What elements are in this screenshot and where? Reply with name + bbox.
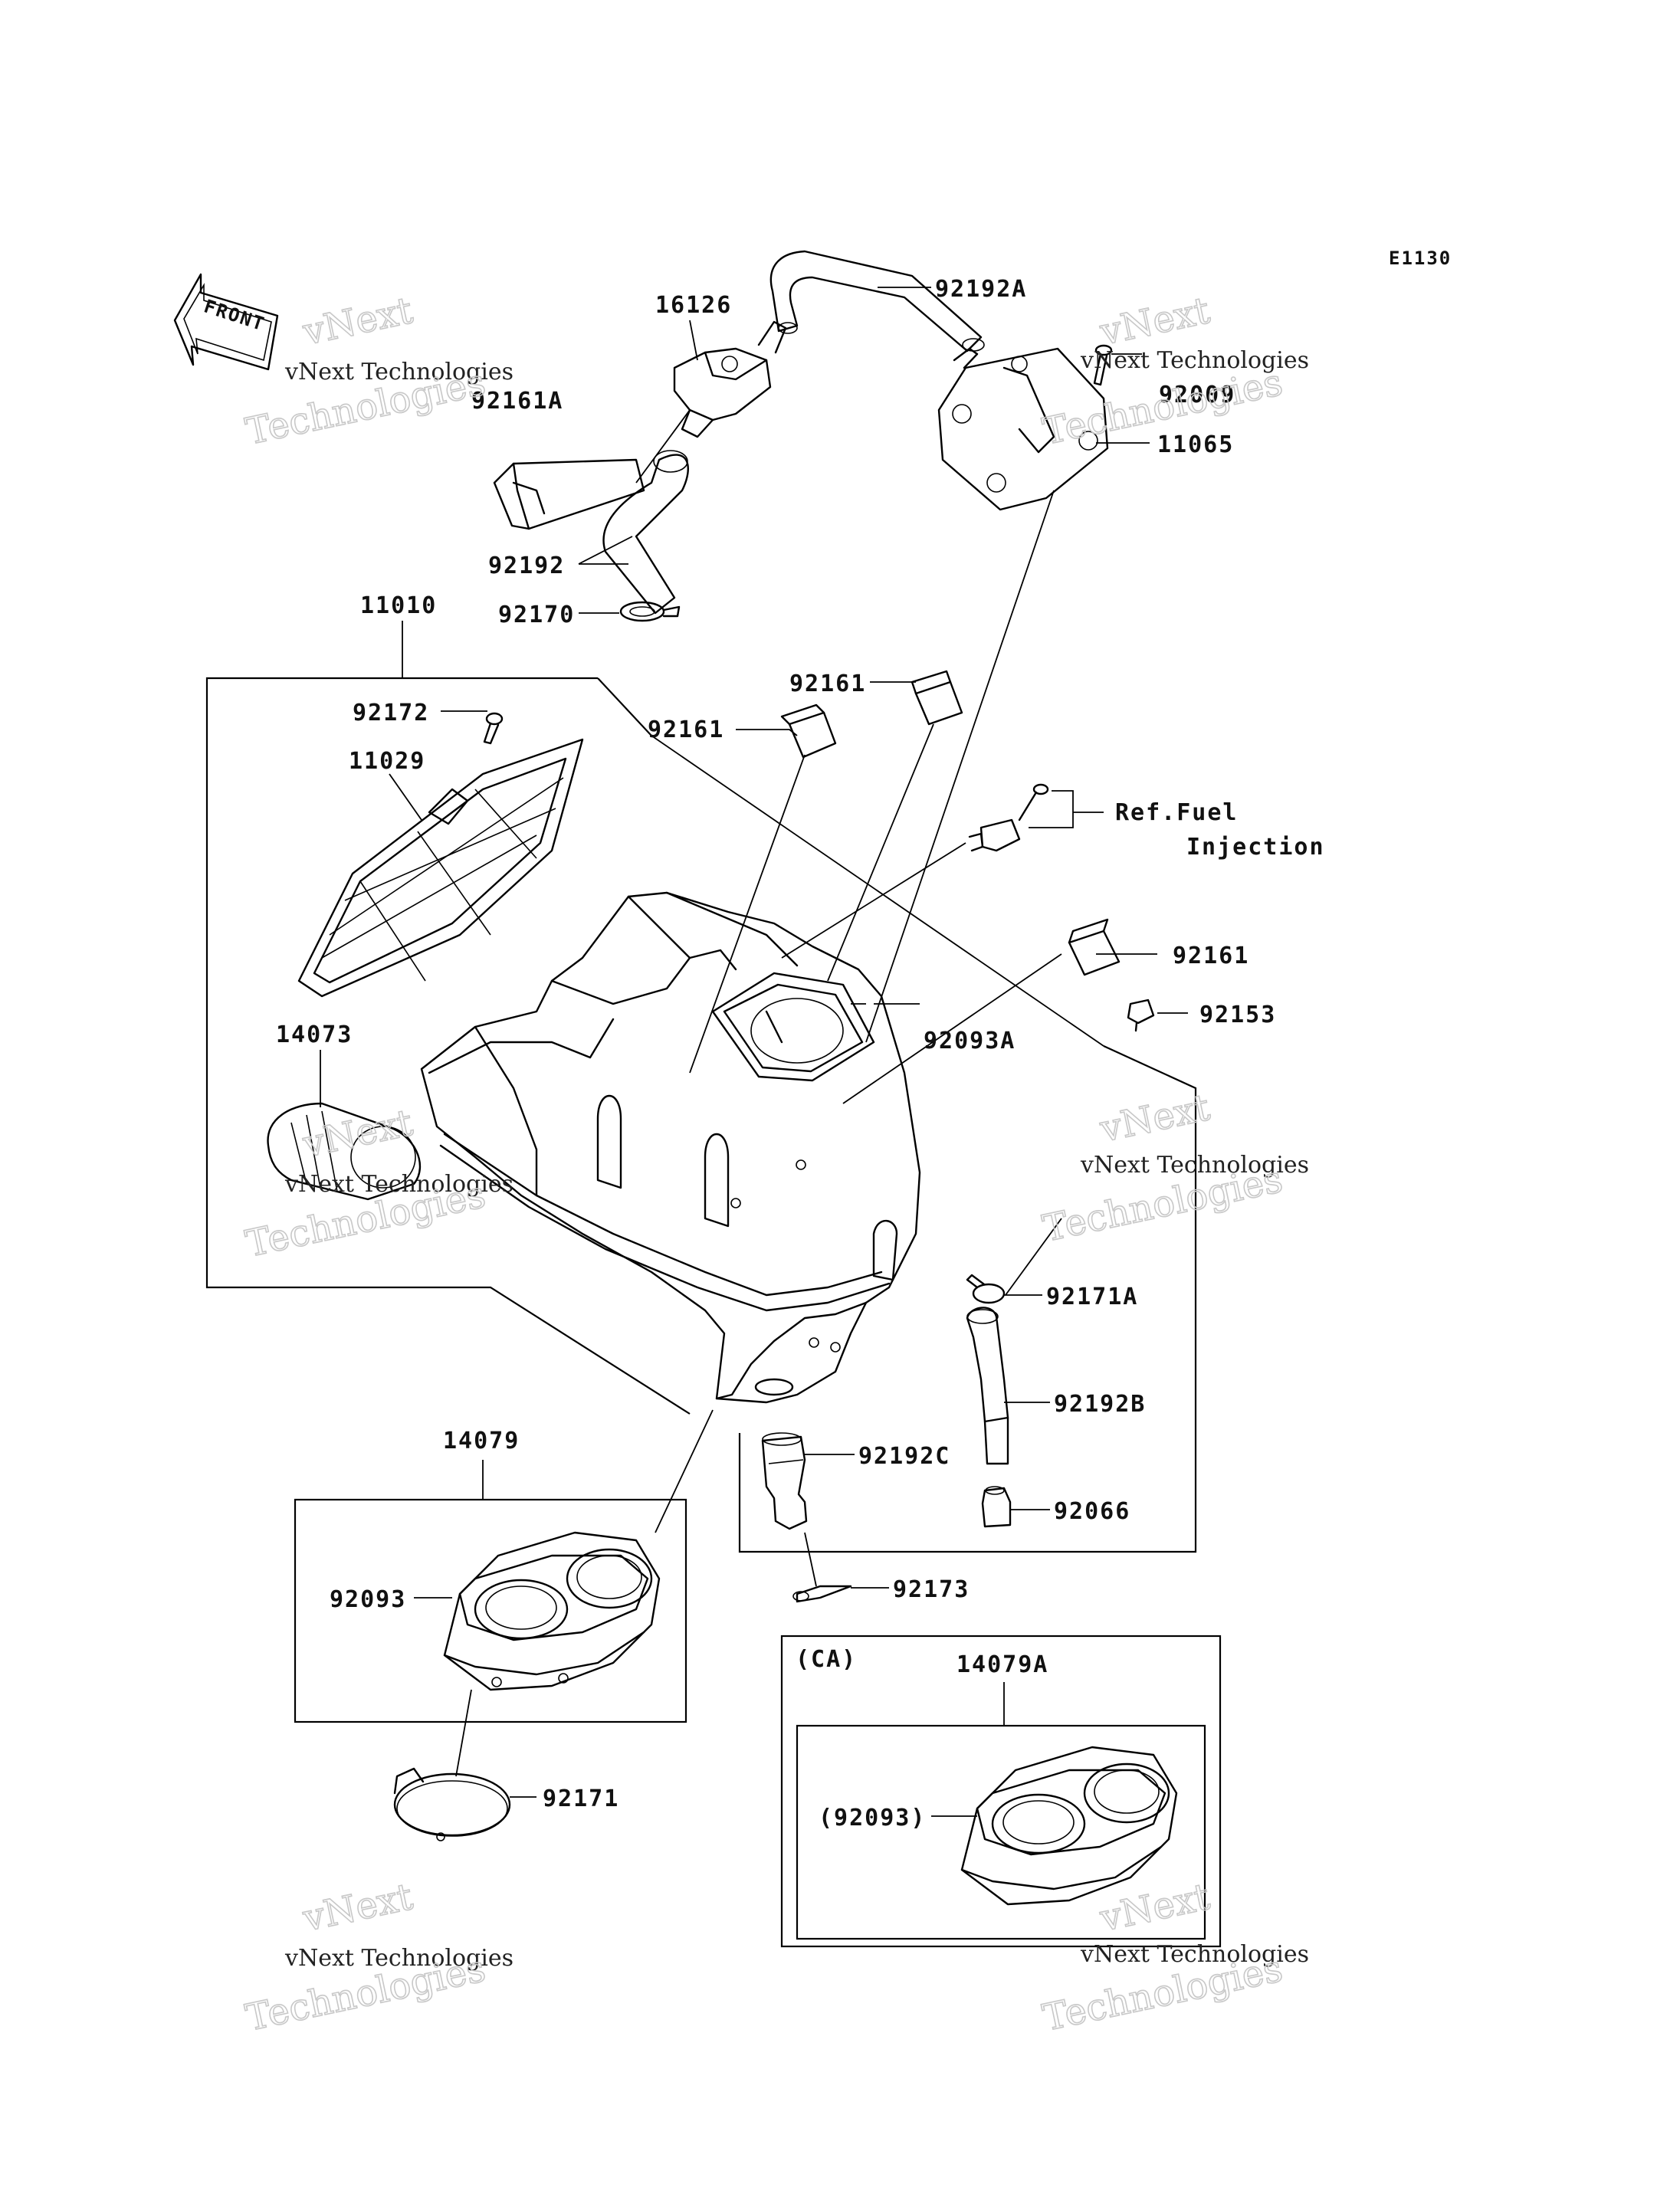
- front-arrow-icon: FRONT: [173, 273, 279, 371]
- label-92093A: 92093A: [924, 1028, 1016, 1054]
- label-16126: 16126: [655, 292, 732, 319]
- box-11010-top-right: [597, 677, 652, 736]
- svg-text:vNext Technologies: vNext Technologies: [1080, 1941, 1309, 1968]
- clamp-92171: [393, 1767, 511, 1841]
- label-92173: 92173: [893, 1576, 970, 1603]
- label-92009: 92009: [1159, 382, 1235, 408]
- block-92161-c: [1068, 918, 1121, 976]
- clip-92173: [792, 1585, 852, 1603]
- label-14079: 14079: [443, 1428, 520, 1454]
- label-92170: 92170: [498, 602, 575, 628]
- label-11065: 11065: [1157, 431, 1234, 458]
- svg-text:vNext: vNext: [299, 1101, 416, 1166]
- screw-92172: [483, 712, 504, 745]
- watermark-mid-right: vNext Technologies vNext Technologies: [1039, 1085, 1309, 1251]
- block-92161-a: [780, 703, 837, 759]
- box-11010: [205, 677, 691, 1415]
- air-box-housing: [420, 891, 921, 1404]
- label-92093-ca: (92093): [819, 1805, 926, 1831]
- front-arrow-label: FRONT: [202, 295, 268, 335]
- label-92161-c: 92161: [1173, 943, 1249, 969]
- screw-92009: [1093, 344, 1113, 386]
- bolt-92153: [1127, 998, 1155, 1032]
- air-filter-11029: [297, 738, 584, 998]
- ref-bracket: [1029, 790, 1074, 828]
- label-92192: 92192: [488, 553, 565, 579]
- svg-text:vNext: vNext: [1096, 1875, 1213, 1940]
- svg-text:vNext: vNext: [299, 1875, 416, 1940]
- label-92171: 92171: [543, 1785, 619, 1812]
- label-11010: 11010: [360, 592, 437, 619]
- label-14073: 14073: [276, 1021, 353, 1048]
- label-92171A: 92171A: [1046, 1284, 1138, 1310]
- cover-11065: [937, 347, 1109, 511]
- ref-fuel-line2: Injection: [1186, 834, 1325, 861]
- watermark-mid-left: vNext Technologies vNext Technologies: [241, 1100, 514, 1266]
- box-14079A: [796, 1724, 1206, 1940]
- label-92153: 92153: [1199, 1002, 1276, 1028]
- label-92161-b: 92161: [789, 671, 866, 697]
- valve-16126: [673, 320, 787, 438]
- svg-text:vNext Technologies: vNext Technologies: [1080, 347, 1309, 374]
- watermark-top-left: vNext Technologies vNext Technologies: [241, 288, 514, 454]
- plug-92066: [981, 1486, 1012, 1528]
- svg-text:vNext: vNext: [299, 289, 416, 354]
- hose-92192B: [966, 1307, 1009, 1465]
- box-drain: [738, 1045, 1197, 1553]
- label-92161A: 92161A: [471, 388, 563, 415]
- box-14079: [294, 1498, 687, 1723]
- box-ca: [780, 1635, 1222, 1948]
- sensor-fuel-injection: [968, 783, 1049, 852]
- label-92093: 92093: [330, 1586, 406, 1613]
- svg-text:vNext Technologies: vNext Technologies: [284, 1171, 514, 1198]
- label-14079A: 14079A: [956, 1651, 1048, 1678]
- ref-fuel-line1: Ref.Fuel: [1115, 799, 1239, 826]
- label-92192C: 92192C: [858, 1443, 950, 1470]
- label-11029: 11029: [349, 748, 425, 775]
- svg-text:vNext: vNext: [1096, 289, 1213, 354]
- label-92172: 92172: [353, 700, 429, 726]
- bracket-92161A: [493, 458, 645, 530]
- clamp-92170: [619, 601, 681, 622]
- holder-14079: [443, 1531, 661, 1691]
- leader-lines: [320, 287, 1188, 1817]
- label-92066: 92066: [1054, 1498, 1130, 1525]
- holder-14079A: [960, 1746, 1178, 1906]
- clamp-92171A: [966, 1274, 1006, 1304]
- diagram-code: E1130: [1389, 248, 1452, 269]
- intake-duct-14073: [267, 1102, 422, 1201]
- label-92192B: 92192B: [1054, 1391, 1146, 1418]
- svg-text:vNext Technologies: vNext Technologies: [1080, 1152, 1309, 1179]
- plug-92192C: [761, 1432, 808, 1530]
- svg-text:vNext Technologies: vNext Technologies: [284, 359, 514, 385]
- block-92161-b: [911, 670, 963, 726]
- label-92161-a: 92161: [648, 716, 724, 743]
- part-labels: 92192A 16126 92161A 92009 11065 92192 92…: [276, 276, 1325, 1831]
- label-ca: (CA): [796, 1646, 857, 1673]
- label-92192A: 92192A: [935, 276, 1027, 303]
- watermark-bottom-right: vNext Technologies vNext Technologies: [1039, 1874, 1309, 2040]
- hose-92192: [602, 450, 689, 615]
- svg-text:vNext Technologies: vNext Technologies: [284, 1945, 514, 1972]
- watermark-bottom-left: vNext Technologies vNext Technologies: [241, 1874, 514, 2040]
